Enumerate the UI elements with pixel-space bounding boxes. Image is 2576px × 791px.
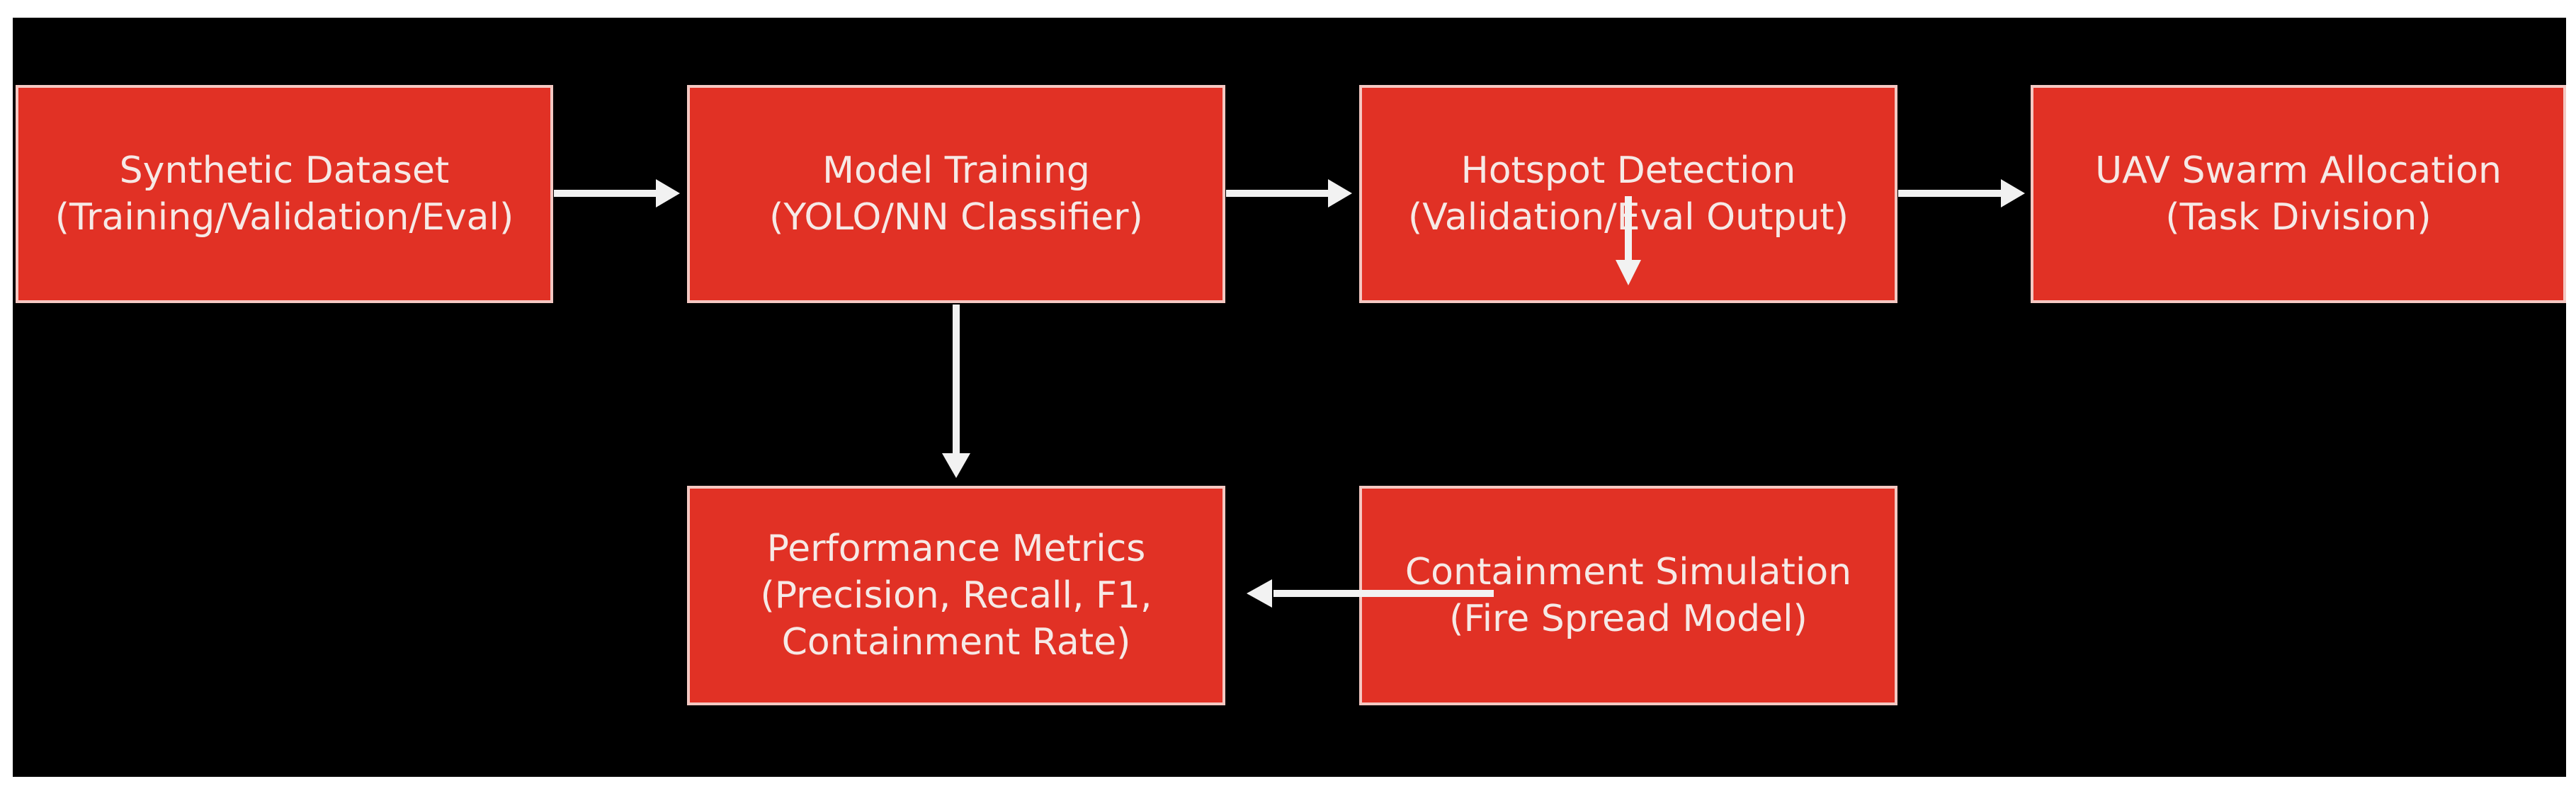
node-uav-swarm-allocation-line-2: (Task Division): [2165, 196, 2432, 239]
node-hotspot-detection: Hotspot Detection (Validation/Eval Outpu…: [1359, 85, 1897, 303]
node-synthetic-dataset: Synthetic Dataset (Training/Validation/E…: [16, 85, 553, 303]
diagram-canvas: Synthetic Dataset (Training/Validation/E…: [13, 18, 2566, 777]
node-uav-swarm-allocation-line-1: UAV Swarm Allocation: [2095, 149, 2502, 192]
arrow-hotspot-to-uav: [1898, 179, 2025, 207]
arrow-layer: [554, 179, 2025, 608]
node-containment-simulation-line-1: Containment Simulation: [1405, 551, 1852, 593]
node-model-training-line-2: (YOLO/NN Classifier): [769, 196, 1143, 239]
arrow-hotspot-down: [1616, 196, 1641, 285]
node-model-training-line-1: Model Training: [822, 149, 1090, 192]
node-synthetic-dataset-line-1: Synthetic Dataset: [119, 149, 450, 192]
arrow-training-to-metrics: [942, 305, 970, 478]
node-performance-metrics-line-1: Performance Metrics: [766, 528, 1146, 570]
node-containment-simulation: Containment Simulation (Fire Spread Mode…: [1359, 486, 1897, 705]
node-model-training: Model Training (YOLO/NN Classifier): [687, 85, 1225, 303]
node-performance-metrics: Performance Metrics (Precision, Recall, …: [687, 486, 1225, 705]
node-uav-swarm-allocation: UAV Swarm Allocation (Task Division): [2031, 85, 2566, 303]
arrow-dataset-to-training: [554, 179, 680, 207]
arrow-training-to-hotspot: [1226, 179, 1352, 207]
node-hotspot-detection-line-1: Hotspot Detection: [1460, 149, 1796, 192]
node-performance-metrics-line-3: Containment Rate): [781, 621, 1131, 664]
arrow-simulation-to-metrics: [1247, 579, 1494, 608]
node-synthetic-dataset-line-2: (Training/Validation/Eval): [55, 196, 514, 239]
node-performance-metrics-line-2: (Precision, Recall, F1,: [760, 574, 1152, 617]
node-containment-simulation-line-2: (Fire Spread Model): [1449, 598, 1808, 640]
